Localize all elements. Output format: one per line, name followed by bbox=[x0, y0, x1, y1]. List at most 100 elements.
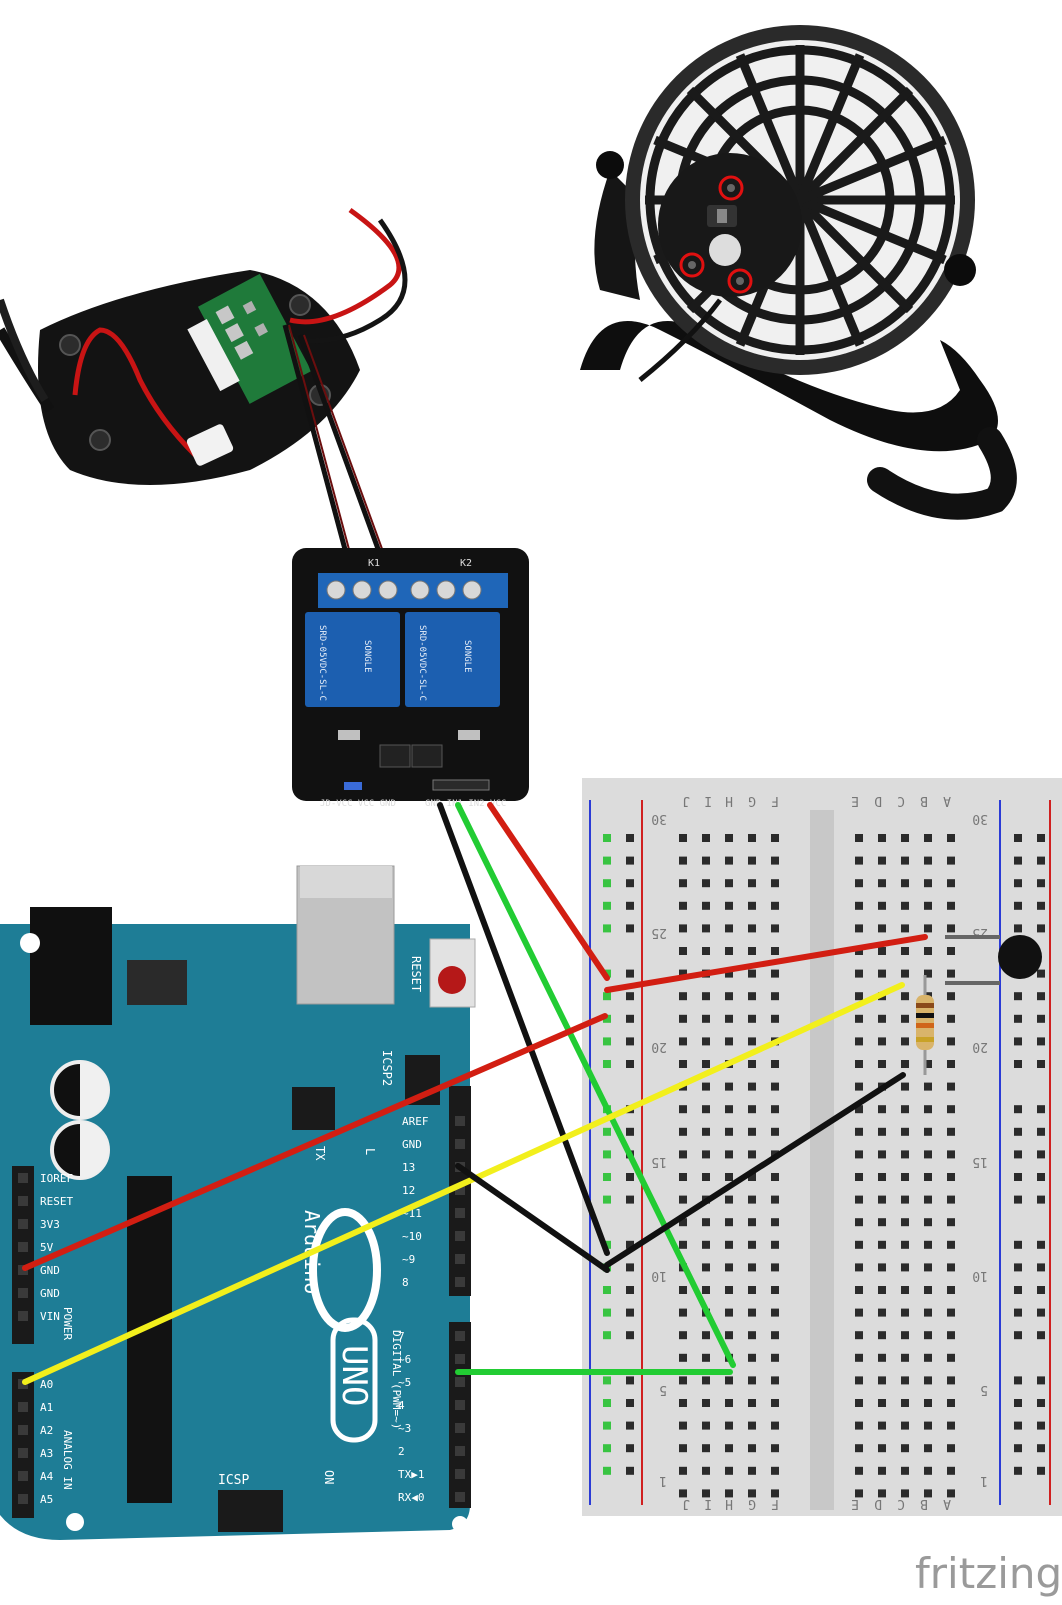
breadboard-hole bbox=[1014, 1014, 1022, 1023]
breadboard-hole bbox=[855, 1173, 863, 1181]
breadboard-hole bbox=[679, 1060, 687, 1068]
breadboard-hole bbox=[855, 1308, 863, 1317]
relay-1-model: SRD-05VDC-SL-C bbox=[317, 625, 327, 701]
breadboard-hole bbox=[855, 1037, 863, 1046]
breadboard-hole bbox=[702, 1105, 710, 1114]
breadboard-hole bbox=[702, 1218, 710, 1227]
breadboard-hole bbox=[771, 1082, 779, 1091]
breadboard-hole bbox=[725, 1466, 733, 1475]
breadboard-column-label: G bbox=[748, 793, 756, 808]
breadboard-hole bbox=[947, 1105, 955, 1114]
breadboard-hole bbox=[702, 1331, 710, 1340]
breadboard-hole bbox=[1037, 1014, 1045, 1023]
breadboard-hole bbox=[1014, 1444, 1022, 1453]
wire-5v-rail bbox=[22, 1013, 608, 1271]
power-pin-label: GND bbox=[40, 1264, 60, 1277]
breadboard-hole bbox=[855, 834, 863, 842]
breadboard-hole bbox=[626, 1173, 634, 1181]
breadboard-hole bbox=[947, 1489, 955, 1498]
breadboard-hole bbox=[1037, 1444, 1045, 1453]
breadboard-hole bbox=[878, 1173, 886, 1181]
breadboard-column-label: A bbox=[943, 1496, 951, 1511]
relay-module: K1 K2 SRD-05VDC-SL-C SRD-05VDC-SL-C SONG… bbox=[292, 548, 529, 809]
breadboard-hole bbox=[771, 1353, 779, 1362]
breadboard-hole bbox=[901, 1308, 909, 1317]
breadboard-hole bbox=[1037, 1150, 1045, 1159]
breadboard-column-label: D bbox=[874, 793, 882, 808]
jumper-wires bbox=[22, 802, 928, 1385]
fan-switch-housing bbox=[0, 207, 408, 485]
breadboard-hole bbox=[947, 1150, 955, 1159]
breadboard-hole bbox=[1037, 1376, 1045, 1385]
breadboard-hole bbox=[878, 1286, 886, 1294]
breadboard-hole bbox=[947, 1060, 955, 1068]
breadboard-hole bbox=[924, 1150, 932, 1159]
breadboard-hole bbox=[947, 1353, 955, 1362]
breadboard-hole bbox=[1037, 1308, 1045, 1317]
relay-2-brand: SONGLE bbox=[462, 640, 472, 673]
breadboard-hole bbox=[947, 1195, 955, 1204]
breadboard-hole bbox=[771, 1218, 779, 1227]
breadboard-hole bbox=[603, 879, 611, 888]
breadboard-hole bbox=[878, 879, 886, 888]
fan-to-relay-wires bbox=[282, 324, 390, 569]
breadboard-hole bbox=[748, 1014, 756, 1023]
breadboard-hole bbox=[1014, 1466, 1022, 1475]
wire-relay-gnd bbox=[437, 802, 610, 1256]
breadboard-hole bbox=[626, 1263, 634, 1272]
breadboard-hole bbox=[901, 1331, 909, 1340]
breadboard-hole bbox=[603, 1399, 611, 1407]
breadboard-hole bbox=[702, 1150, 710, 1159]
breadboard-row-label: 10 bbox=[972, 1268, 988, 1283]
breadboard-hole bbox=[679, 1353, 687, 1362]
breadboard-hole bbox=[748, 992, 756, 1001]
breadboard-hole bbox=[901, 901, 909, 910]
breadboard-hole bbox=[924, 1286, 932, 1294]
power-pin-label: RESET bbox=[40, 1195, 73, 1208]
breadboard-hole bbox=[924, 1105, 932, 1114]
breadboard-hole bbox=[947, 1014, 955, 1023]
breadboard-hole bbox=[603, 901, 611, 910]
breadboard-hole bbox=[855, 1195, 863, 1204]
digital-pin-label: TX▶1 bbox=[398, 1468, 425, 1481]
breadboard-hole bbox=[679, 879, 687, 888]
breadboard-hole bbox=[924, 1489, 932, 1498]
breadboard-hole bbox=[855, 1444, 863, 1453]
breadboard-hole bbox=[748, 1421, 756, 1430]
breadboard-hole bbox=[626, 969, 634, 978]
breadboard-column-label: C bbox=[897, 793, 905, 808]
breadboard-hole bbox=[626, 879, 634, 888]
breadboard-hole bbox=[748, 1286, 756, 1294]
breadboard-row-label: 20 bbox=[651, 1039, 667, 1054]
breadboard-hole bbox=[1037, 1195, 1045, 1204]
breadboard-hole bbox=[679, 1286, 687, 1294]
breadboard-hole bbox=[603, 992, 611, 1001]
breadboard-hole bbox=[679, 1376, 687, 1385]
breadboard-hole bbox=[1014, 834, 1022, 842]
breadboard-hole bbox=[878, 1353, 886, 1362]
breadboard-hole bbox=[748, 1127, 756, 1136]
breadboard-row-label: 25 bbox=[651, 925, 667, 940]
breadboard-hole bbox=[725, 1263, 733, 1272]
breadboard-hole bbox=[748, 1331, 756, 1340]
breadboard-hole bbox=[603, 1444, 611, 1453]
breadboard-hole bbox=[702, 834, 710, 842]
breadboard-hole bbox=[947, 834, 955, 842]
breadboard-hole bbox=[947, 924, 955, 933]
breadboard-hole bbox=[679, 834, 687, 842]
breadboard-hole bbox=[626, 1060, 634, 1068]
breadboard-hole bbox=[901, 1218, 909, 1227]
breadboard-hole bbox=[748, 1489, 756, 1498]
breadboard-hole bbox=[1037, 879, 1045, 888]
breadboard-hole bbox=[878, 947, 886, 955]
breadboard-hole bbox=[924, 947, 932, 955]
breadboard-hole bbox=[603, 1376, 611, 1385]
breadboard-hole bbox=[748, 1037, 756, 1046]
breadboard-hole bbox=[855, 1286, 863, 1294]
breadboard-hole bbox=[748, 1466, 756, 1475]
breadboard-column-label: F bbox=[771, 793, 779, 808]
breadboard-hole bbox=[924, 856, 932, 865]
breadboard-hole bbox=[748, 947, 756, 955]
breadboard-hole bbox=[947, 1308, 955, 1317]
